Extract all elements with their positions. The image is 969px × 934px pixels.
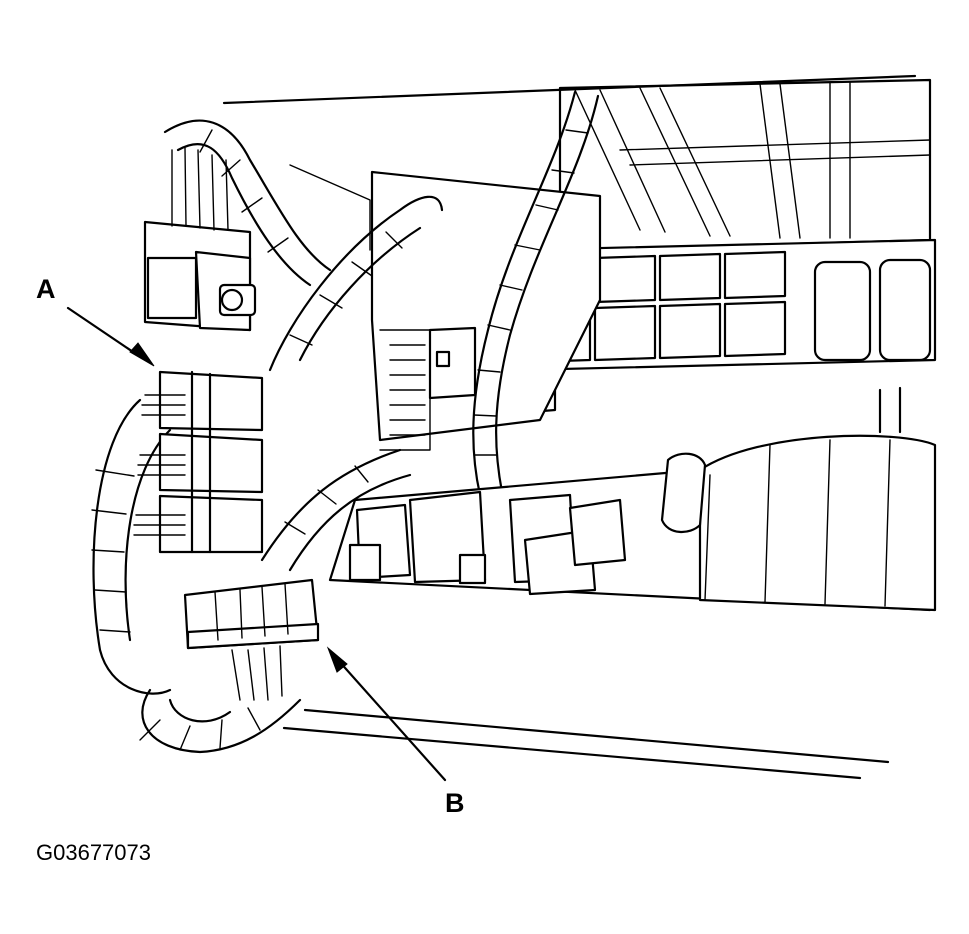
figure-id: G03677073 bbox=[36, 840, 151, 865]
callout-arrow-a bbox=[66, 306, 155, 367]
callout-label-b: B bbox=[445, 788, 465, 818]
center-vertical-loom bbox=[472, 90, 600, 497]
dashboard-outline bbox=[222, 74, 917, 780]
upper-duct-panel bbox=[558, 78, 932, 252]
callout-label-a: A bbox=[36, 274, 56, 304]
blower-housing bbox=[660, 434, 937, 612]
upper-harness-loom bbox=[163, 119, 444, 572]
connector-b bbox=[183, 578, 320, 701]
connector-stack-a bbox=[133, 370, 264, 554]
upper-left-connector bbox=[143, 147, 257, 332]
central-housing bbox=[289, 164, 602, 451]
callout-arrow-b bbox=[326, 646, 447, 782]
left-harness-loom bbox=[91, 398, 302, 754]
